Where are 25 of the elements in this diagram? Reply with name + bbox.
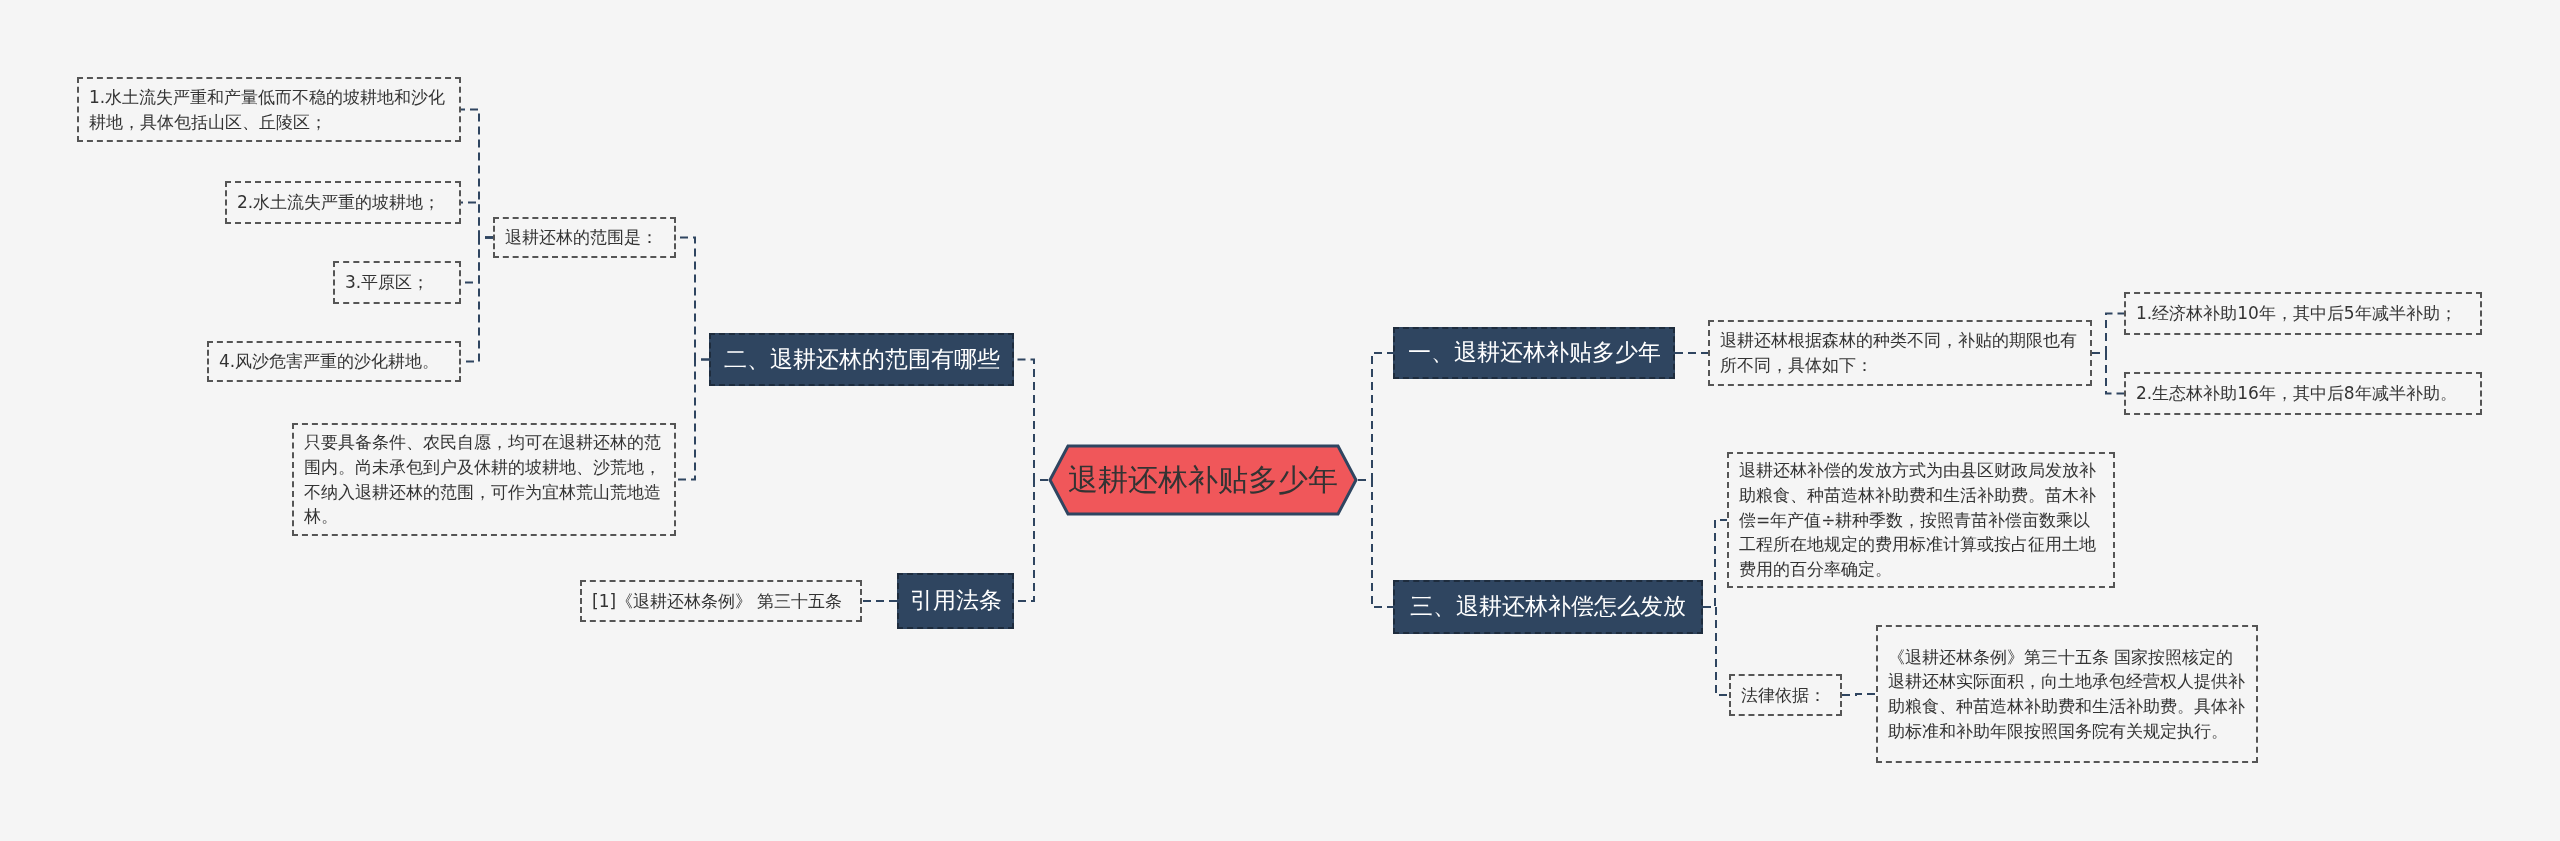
topic-box: 三、退耕还林补偿怎么发放: [1393, 580, 1703, 634]
topic-box: 二、退耕还林的范围有哪些: [709, 333, 1014, 386]
note-box: 退耕还林补偿的发放方式为由县区财政局发放补助粮食、种苗造林补助费和生活补助费。苗木补偿=年产值÷耕种季数，按照青苗补偿亩数乘以工程所在地规定的费用标准计算或按占征用土地费用的百分率确定。: [1727, 452, 2115, 588]
note-box: 1.水土流失严重和产量低而不稳的坡耕地和沙化耕地，具体包括山区、丘陵区；: [77, 77, 461, 142]
note-box: 2.生态林补助16年，其中后8年减半补助。: [2124, 372, 2482, 415]
topic-box: 一、退耕还林补贴多少年: [1393, 327, 1675, 379]
connector: [1841, 693, 1877, 696]
note-box: 退耕还林根据森林的种类不同，补贴的期限也有所不同，具体如下：: [1708, 320, 2092, 386]
connector: [1702, 606, 1730, 696]
note-box: 4.风沙危害严重的沙化耕地。: [207, 341, 461, 382]
note-box: 3.平原区；: [333, 261, 461, 304]
note-box: 2.水土流失严重的坡耕地；: [225, 181, 461, 224]
note-box: 退耕还林的范围是：: [493, 217, 676, 258]
connector: [2091, 352, 2125, 395]
connector: [1674, 352, 1709, 354]
note-box: 只要具备条件、农民自愿，均可在退耕还林的范围内。尚未承包到户及休耕的坡耕地、沙荒地，不纳入退耕还林的范围，可作为宜林荒山荒地造林。: [292, 423, 676, 536]
note-box: 1.经济林补助10年，其中后5年减半补助；: [2124, 292, 2482, 335]
connector: [861, 600, 898, 602]
note-box: 《退耕还林条例》第三十五条 国家按照核定的退耕还林实际面积，向土地承包经营权人提供补助粮食、种苗造林补助费和生活补助费。具体补助标准和补助年限按照国务院有关规定执行。: [1876, 625, 2258, 763]
central-topic-hexagon: 退耕还林补贴多少年: [1048, 444, 1358, 516]
topic-box: 引用法条: [897, 573, 1014, 629]
connector: [1357, 479, 1394, 608]
connector: [675, 358, 710, 481]
note-box: 法律依据：: [1729, 674, 1842, 716]
note-box: [1]《退耕还林条例》 第三十五条: [580, 580, 862, 622]
